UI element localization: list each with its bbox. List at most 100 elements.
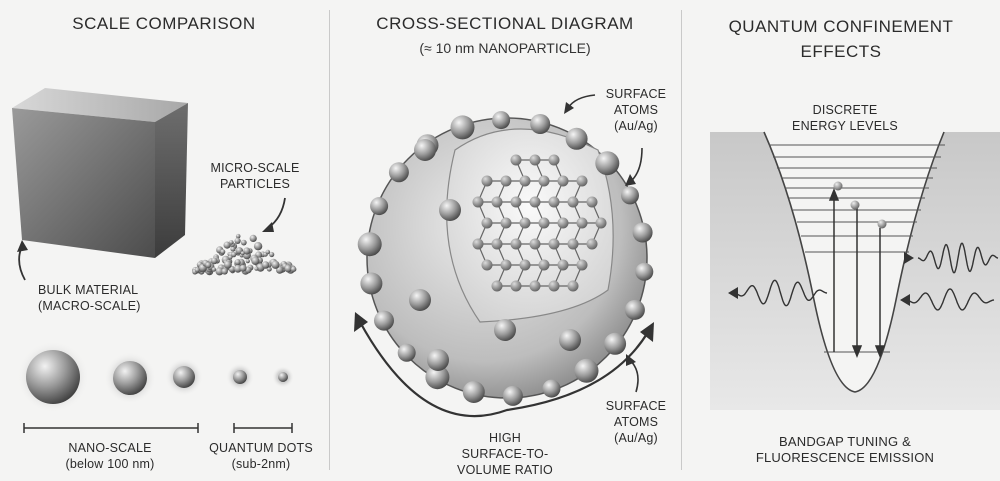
lattice-atom (558, 260, 569, 271)
surface-top-line3: (Au/Ag) (596, 118, 676, 134)
lattice-atom (473, 197, 484, 208)
micro-particle (246, 259, 250, 263)
lattice-atom (520, 260, 531, 271)
micro-particle (224, 261, 232, 269)
surface-atom (370, 197, 388, 215)
surface-atom (625, 300, 645, 320)
lattice-atom (530, 197, 541, 208)
lattice-atom (558, 176, 569, 187)
bandgap-line2: FLUORESCENCE EMISSION (730, 450, 960, 466)
lattice-atom (577, 218, 588, 229)
quantum-dots-label-line1: QUANTUM DOTS (196, 440, 326, 456)
energy-levels-line1: DISCRETE (780, 102, 910, 118)
bandgap-line1: BANDGAP TUNING & (730, 434, 960, 450)
surface-bottom-line1: SURFACE (596, 398, 676, 414)
surface-atom (414, 139, 436, 161)
lattice-atom (473, 239, 484, 250)
nano-scale-label: NANO-SCALE (below 100 nm) (40, 440, 180, 472)
micro-particle (266, 250, 271, 255)
micro-particle (241, 251, 245, 255)
lattice-atom (501, 260, 512, 271)
micro-scale-label-line2: PARTICLES (195, 176, 315, 192)
micro-particle (262, 261, 269, 268)
surface-atom (492, 111, 510, 129)
lattice-atom (482, 260, 493, 271)
lattice-atom (568, 239, 579, 250)
surface-atom (494, 319, 516, 341)
micro-particle (212, 267, 216, 271)
energy-levels-label: DISCRETE ENERGY LEVELS (780, 102, 910, 134)
micro-particle (271, 261, 279, 269)
lattice-atom (530, 281, 541, 292)
lattice-atom (530, 239, 541, 250)
surface-atom (575, 359, 599, 383)
nano-scale-label-line1: NANO-SCALE (40, 440, 180, 456)
surface-atom (559, 329, 581, 351)
surface-bottom-line2: ATOMS (596, 414, 676, 430)
scale-comparison-panel: SCALE COMPARISON (0, 0, 328, 481)
micro-particle (231, 252, 236, 257)
micro-particle (230, 247, 235, 252)
surface-atom (595, 151, 619, 175)
quantum-dot-spheres (226, 363, 294, 391)
lattice-atom (549, 239, 560, 250)
ratio-line2: SURFACE-TO- (445, 446, 565, 462)
surface-atoms-top-label: SURFACE ATOMS (Au/Ag) (596, 86, 676, 134)
lattice-atom (577, 176, 588, 187)
micro-particle (250, 235, 257, 242)
lattice-atom (520, 218, 531, 229)
energy-levels-line2: ENERGY LEVELS (780, 118, 910, 134)
lattice-atom (568, 197, 579, 208)
micro-particle (205, 262, 211, 268)
lattice-atom (558, 218, 569, 229)
micro-arrow-head (262, 222, 274, 232)
surface-top-line2: ATOMS (596, 102, 676, 118)
bulk-label-line2: (MACRO-SCALE) (38, 298, 188, 314)
lattice-atom (596, 218, 607, 229)
micro-particle (211, 258, 218, 265)
surface-atom (358, 232, 382, 256)
micro-scale-label-line1: MICRO-SCALE (195, 160, 315, 176)
surface-to-volume-label: HIGH SURFACE-TO- VOLUME RATIO (445, 430, 565, 478)
lattice-atom (577, 260, 588, 271)
lattice-atom (511, 239, 522, 250)
lattice-atom (501, 218, 512, 229)
bandgap-label: BANDGAP TUNING & FLUORESCENCE EMISSION (730, 434, 960, 466)
bulk-material-cube (12, 88, 188, 258)
surface-atom (360, 273, 382, 295)
surface-top-arrow-2 (630, 148, 642, 182)
quantum-dots-label-line2: (sub-2nm) (196, 456, 326, 472)
surface-atom (503, 386, 523, 406)
surface-atom (374, 311, 394, 331)
nano-scale-bar (24, 423, 198, 433)
micro-particle (254, 267, 258, 271)
micro-particle (291, 266, 297, 272)
micro-particle (241, 240, 247, 246)
scale-comparison-graphic (0, 0, 328, 481)
micro-particle (254, 242, 262, 250)
quantum-dots-label: QUANTUM DOTS (sub-2nm) (196, 440, 326, 472)
micro-particle (285, 265, 292, 272)
lattice-atom (549, 155, 560, 166)
surface-atom (389, 162, 409, 182)
lattice-atom (511, 197, 522, 208)
bulk-label-line1: BULK MATERIAL (38, 282, 188, 298)
surface-bottom-line3: (Au/Ag) (596, 430, 676, 446)
lattice-atom (492, 239, 503, 250)
electron-2 (851, 201, 860, 210)
surface-atom (621, 186, 639, 204)
lattice-atom (587, 197, 598, 208)
cross-section-panel: CROSS-SECTIONAL DIAGRAM (≈ 10 nm NANOPAR… (330, 0, 680, 481)
bulk-arrow-head (17, 240, 28, 252)
micro-particle (235, 259, 241, 265)
lattice-atom (520, 176, 531, 187)
surface-bottom-arrow (630, 360, 638, 392)
micro-particle (236, 234, 241, 239)
electron-1 (834, 182, 843, 191)
lattice-atom (539, 176, 550, 187)
surface-atom (530, 114, 550, 134)
surface-atoms-bottom-label: SURFACE ATOMS (Au/Ag) (596, 398, 676, 446)
lattice-atom (492, 197, 503, 208)
surface-top-line1: SURFACE (596, 86, 676, 102)
surface-atom (451, 115, 475, 139)
